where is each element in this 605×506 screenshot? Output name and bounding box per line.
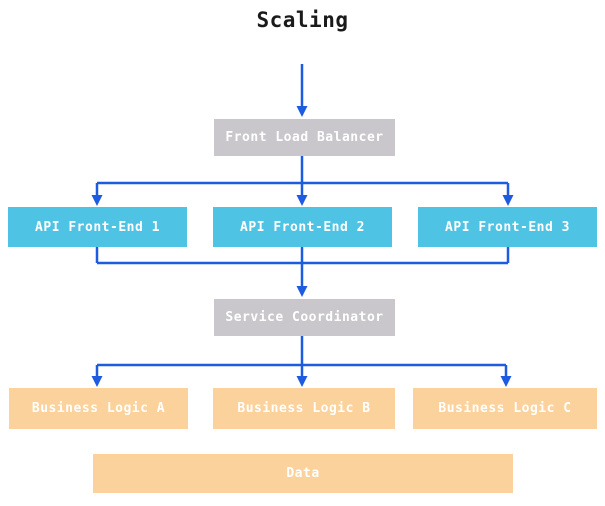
node-business-logic-b: Business Logic B [213,388,395,429]
node-business-logic-c: Business Logic C [413,388,597,429]
diagram-title: Scaling [256,8,349,32]
node-service-coordinator: Service Coordinator [214,299,395,336]
node-api-front-end-3: API Front-End 3 [418,207,597,247]
node-data: Data [93,454,513,493]
node-api-front-end-1: API Front-End 1 [8,207,187,247]
arrows-front-load-balancer-to-api-front-ends [91,156,514,206]
node-business-logic-a: Business Logic A [9,388,188,429]
arrows-service-coordinator-to-business-logic [91,336,512,387]
arrows-api-front-ends-to-service-coordinator [95,247,510,297]
node-front-load-balancer: Front Load Balancer [214,119,395,156]
arrow-entry-to-front-load-balancer [296,64,308,117]
node-api-front-end-2: API Front-End 2 [213,207,392,247]
